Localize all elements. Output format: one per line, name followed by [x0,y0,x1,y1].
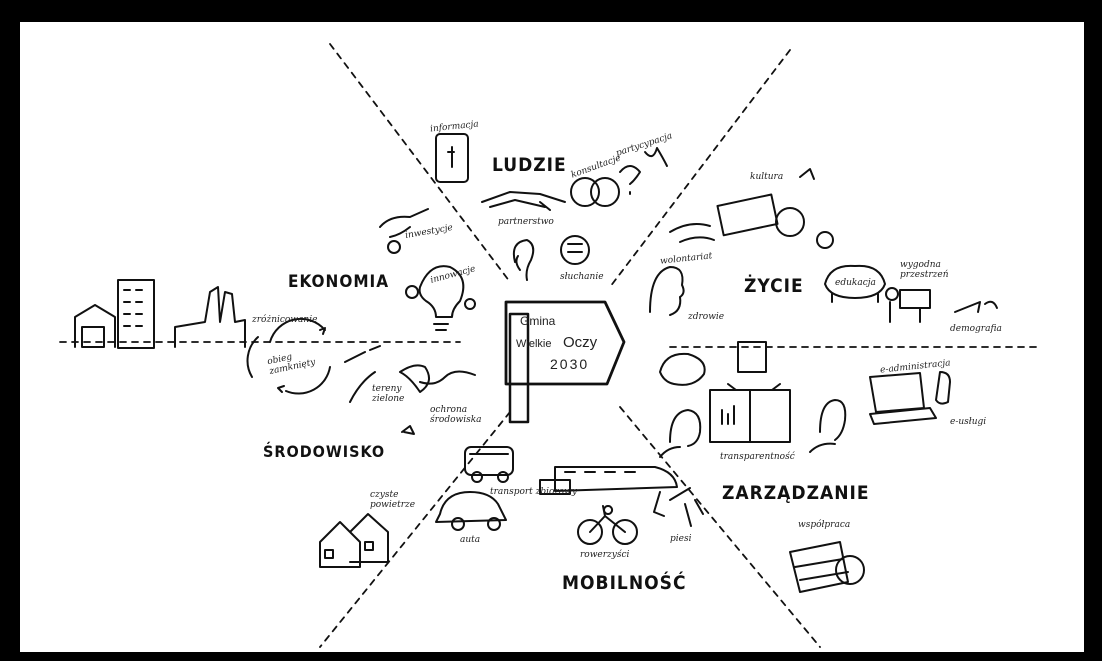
signpost [504,300,626,424]
education-sofa-icon [824,264,886,303]
volunteer-hand-icon [669,223,715,243]
sheep-cloud-icon [659,352,706,386]
bald-man-icon [809,399,847,453]
sector-label-mobilnosc: MOBILNOŚĆ [562,572,687,594]
annot-transparentnosc: transparentność [720,452,795,462]
annot-e-uslugi: e-usługi [950,417,987,427]
cyclist-icon [577,505,638,545]
listening-icon [512,235,590,281]
investment-hand-icon [379,208,429,254]
train-icon [539,466,678,495]
sign-line-3: 2030 [550,356,590,372]
annot-partnerstwo: partnerstwo [498,217,554,227]
pedestrian-icon [653,487,704,527]
sector-label-ekonomia: EKONOMIA [288,272,390,292]
documents-stack-icon [789,541,865,593]
sector-label-ludzie: LUDZIE [492,154,567,176]
person-icon [659,409,702,458]
annot-kultura: kultura [750,172,784,182]
sign-line-2b: Oczy [563,334,598,351]
face-profile-icon [649,266,685,316]
sign-line-1: Gmina [520,314,556,328]
annot-sluchanie: słuchanie [560,272,604,282]
plants-icon [344,345,476,435]
sector-label-zarzadzanie: ZARZĄDZANIE [722,482,870,504]
annot-auta: auta [460,535,481,545]
annot-tereny-zielone: tereny zielone [372,384,405,404]
handshake-icon [481,191,566,211]
sign-line-2a: Wielkie [516,338,552,350]
info-board-icon [435,133,469,183]
annot-transport-zbiorowy: transport zbiorowy [490,487,577,497]
people-seated-icon [885,287,998,323]
sector-label-srodowisko: ŚRODOWISKO [263,442,386,461]
sketchnote-canvas: Gmina Wielkie Oczy 2030 LUDZIE ŻYCIE EKO… [20,22,1084,652]
annot-ochrona-srodowiska: ochrona środowiska [430,405,482,425]
annot-wspolpraca: współpraca [798,520,851,530]
annot-rowerzysci: rowerzyści [580,550,630,560]
buildings-icon [74,279,246,349]
annot-wygodna-przestrzen: wygodna przestrzeń [900,260,949,280]
annot-zroznicowanie: zróżnicowanie [252,315,318,325]
houses-icon [319,513,389,568]
sketch-drawing [59,43,1041,648]
annot-zdrowie: zdrowie [688,312,725,322]
laptop-icon [869,371,951,425]
sector-label-zycie: ŻYCIE [744,275,804,297]
sector-dividers [59,43,1041,648]
annot-czyste-powietrze: czyste powietrze [370,490,416,510]
bus-icon [464,446,514,483]
culture-presentation-icon [716,168,834,249]
speech-bubbles-icon [570,147,668,207]
official-transparency-icon [709,341,791,443]
recycle-cycle-icon [246,317,331,395]
image-frame: Gmina Wielkie Oczy 2030 LUDZIE ŻYCIE EKO… [6,12,1096,658]
annot-demografia: demografia [950,324,1002,334]
lightbulb-icon [405,265,476,331]
annot-piesi: piesi [670,534,692,544]
annot-edukacja: edukacja [835,278,876,288]
car-icon [435,491,507,531]
